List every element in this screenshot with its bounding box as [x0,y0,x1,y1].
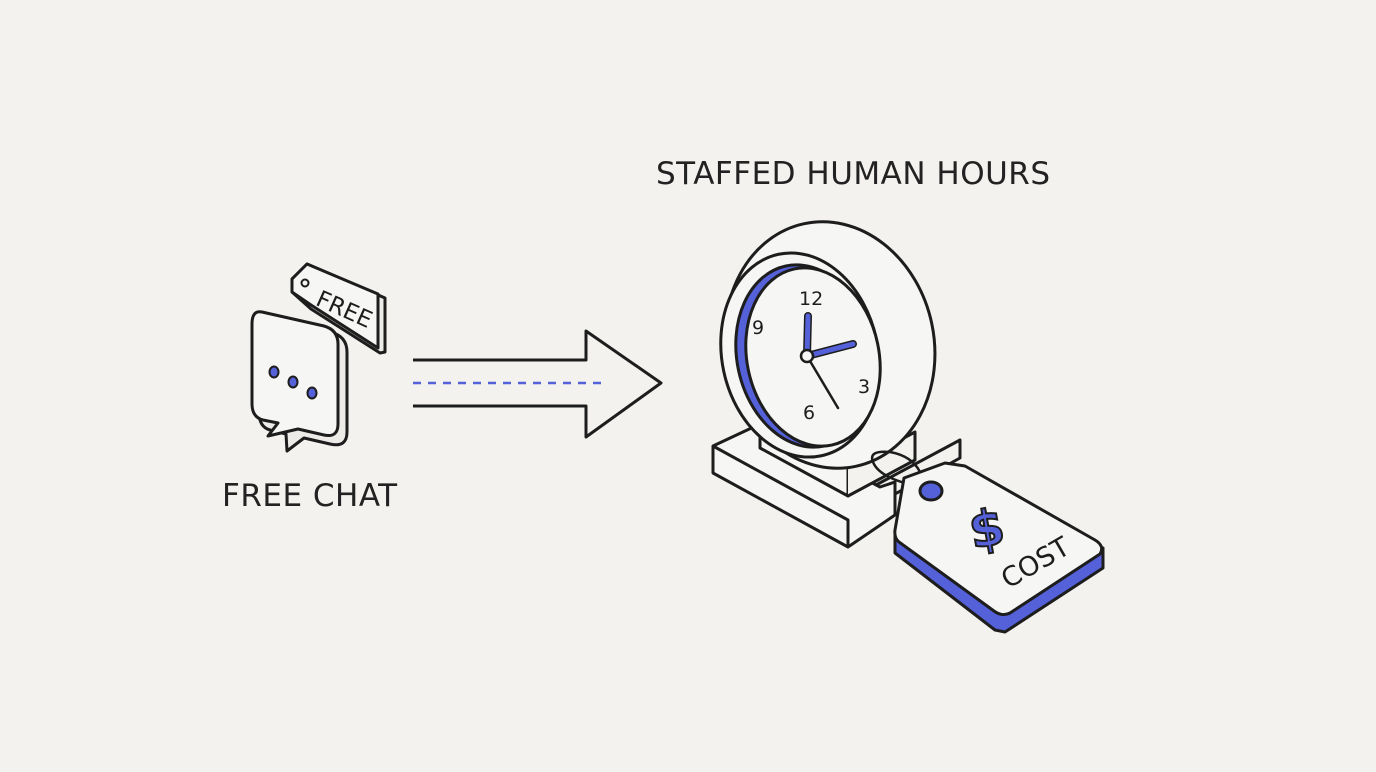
clock-number-12: 12 [799,288,823,310]
cost-tag-icon [870,450,1105,634]
clock-number-3: 3 [858,376,870,398]
free-chat-label: FREE CHAT [222,478,398,514]
clock-number-6: 6 [803,402,815,424]
staffed-human-hours-label: STAFFED HUMAN HOURS [656,156,1051,192]
arrow-icon [413,329,663,439]
clock-hands [799,312,857,410]
clock-numbers: 12 3 6 9 [752,288,870,424]
clock-number-9: 9 [752,317,764,339]
chat-bubble-icon [250,310,349,453]
clock-icon [711,220,962,549]
free-tag-icon: FREE [290,262,387,355]
